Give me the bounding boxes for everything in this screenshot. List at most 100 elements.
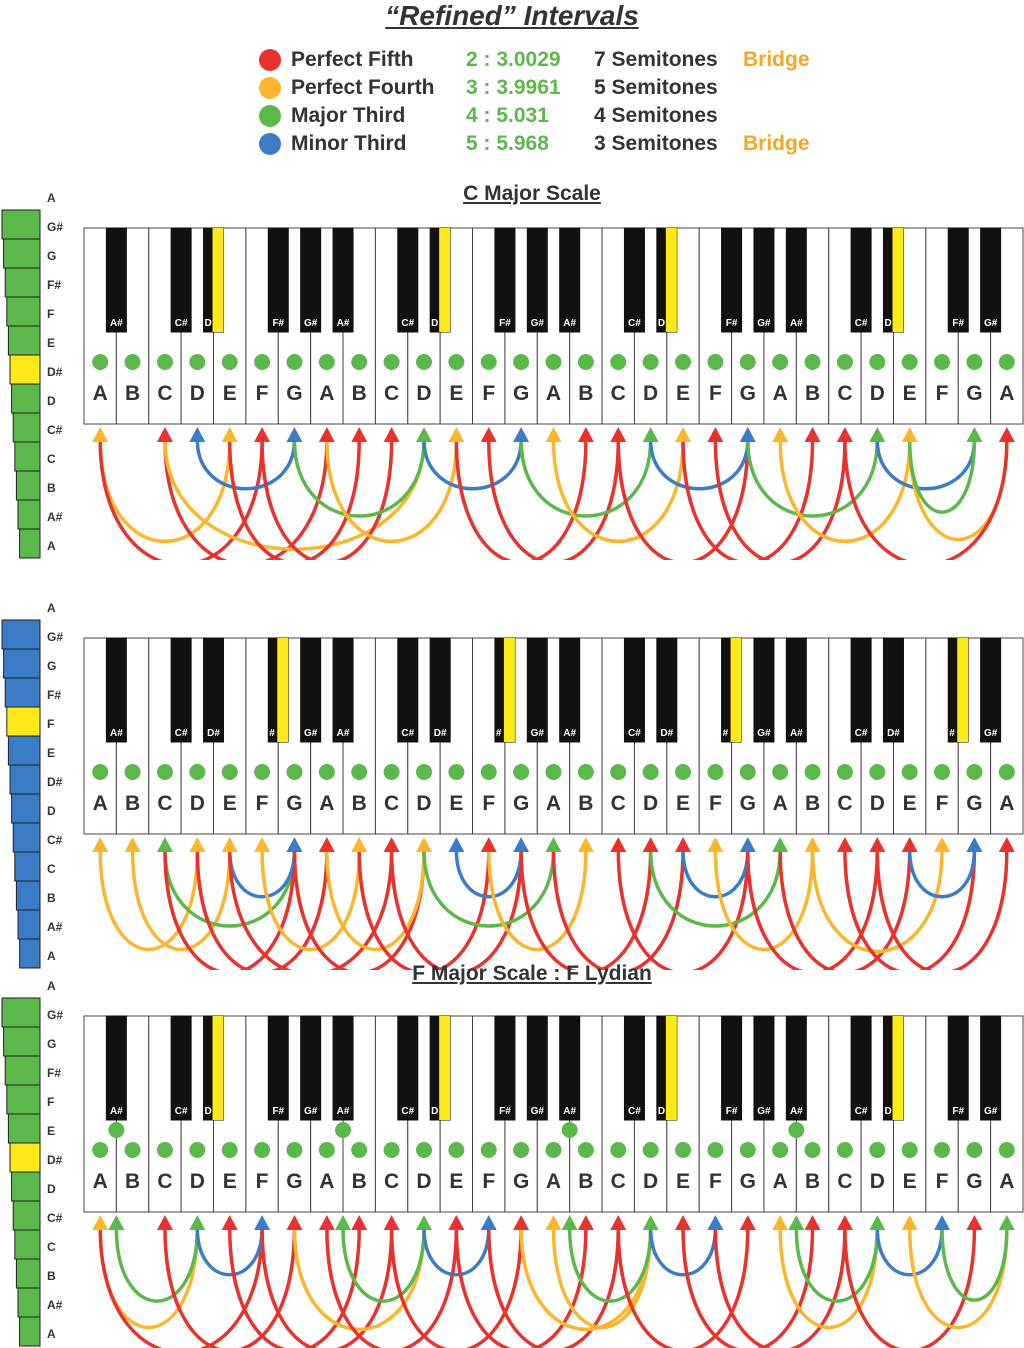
note-dot xyxy=(642,1142,659,1158)
black-key-label: C# xyxy=(401,728,414,739)
black-key-label: C# xyxy=(401,1106,414,1117)
black-key xyxy=(332,227,354,333)
white-key-label: D xyxy=(416,382,431,405)
black-key xyxy=(623,637,645,743)
sidebar-segment xyxy=(11,1171,41,1202)
arrowhead xyxy=(513,837,530,852)
black-key xyxy=(785,637,807,743)
legend-semitones: 5 Semitones xyxy=(594,76,718,99)
note-dot xyxy=(351,764,368,780)
note-dot xyxy=(901,354,918,370)
arrowhead xyxy=(254,1215,271,1230)
white-key-label: E xyxy=(903,792,917,815)
black-key-label: A# xyxy=(790,1106,803,1117)
legend-interval-name: Perfect Fourth xyxy=(291,76,435,99)
legend-bridge: Bridge xyxy=(743,132,810,155)
note-dot xyxy=(804,764,821,780)
arrowhead xyxy=(998,1215,1015,1230)
black-key-label: G# xyxy=(757,318,771,329)
white-key-label: A xyxy=(773,1170,788,1193)
black-key-label: A# xyxy=(563,728,576,739)
sidebar-segment xyxy=(4,1055,41,1086)
note-dot xyxy=(804,354,821,370)
white-key-label: F xyxy=(482,1170,495,1193)
arrowhead xyxy=(934,1215,951,1230)
arrowhead xyxy=(92,837,109,852)
white-key-label: E xyxy=(223,792,237,815)
black-key-label: C# xyxy=(628,728,641,739)
interval-arc-minor xyxy=(422,1227,491,1277)
highlighted-black-key xyxy=(439,228,451,332)
arrowhead xyxy=(448,1215,465,1230)
note-dot xyxy=(869,764,886,780)
interval-arc-fourth xyxy=(551,1227,653,1330)
arrowhead xyxy=(415,427,432,442)
interval-arc-minor xyxy=(195,1227,264,1277)
interval-arc-fifth xyxy=(389,849,523,970)
arrowhead xyxy=(189,837,206,852)
note-dot xyxy=(772,1142,789,1158)
black-key xyxy=(753,227,775,333)
black-key xyxy=(850,1015,872,1121)
highlighted-black-key xyxy=(665,1016,677,1120)
white-key-label: C xyxy=(611,1170,626,1193)
sidebar-label: A xyxy=(47,949,56,963)
highlighted-black-key xyxy=(277,638,289,742)
note-dot xyxy=(415,764,432,780)
sidebar-label: F xyxy=(47,1095,54,1109)
white-key-label: E xyxy=(449,382,463,405)
highlighted-black-key xyxy=(212,228,224,332)
sidebar-label: C# xyxy=(47,423,63,437)
sidebar-label: F xyxy=(47,307,54,321)
white-key-label: E xyxy=(676,1170,690,1193)
black-key xyxy=(980,227,1002,333)
note-dot xyxy=(545,1142,562,1158)
note-dot xyxy=(804,1142,821,1158)
arrowhead xyxy=(966,837,983,852)
white-key-label: F xyxy=(709,382,722,405)
note-dot xyxy=(513,1142,530,1158)
black-key xyxy=(267,227,289,333)
note-dot xyxy=(254,354,271,370)
note-dot xyxy=(675,764,692,780)
arrowhead xyxy=(286,837,303,852)
interval-arc-fifth xyxy=(357,849,491,970)
interval-arc-fifth xyxy=(163,1227,297,1348)
black-key-label: F# xyxy=(952,318,964,329)
white-key-label: B xyxy=(352,1170,367,1193)
black-key xyxy=(170,1015,192,1121)
arrowhead xyxy=(254,427,271,442)
note-dot xyxy=(836,354,853,370)
sidebar-segment xyxy=(7,325,41,356)
white-key-label: A xyxy=(546,1170,561,1193)
interval-arc-minor xyxy=(648,439,750,491)
black-key-label: D# xyxy=(660,728,673,739)
note-dot xyxy=(998,354,1015,370)
legend-color-dot xyxy=(259,133,281,155)
interval-arc-minor xyxy=(195,439,297,491)
highlighted-black-key xyxy=(730,638,742,742)
black-key-label: D# xyxy=(434,728,447,739)
white-key-label: G xyxy=(966,382,982,405)
black-key-label: A# xyxy=(337,1106,350,1117)
sidebar-segment xyxy=(14,851,41,882)
note-dot xyxy=(92,764,109,780)
white-key-label: E xyxy=(223,382,237,405)
note-dot xyxy=(577,354,594,370)
interval-arc-fifth xyxy=(616,1227,750,1348)
black-key xyxy=(300,1015,322,1121)
note-dot xyxy=(415,354,432,370)
black-key xyxy=(947,1015,969,1121)
arrowhead xyxy=(318,837,335,852)
interval-arc-fifth xyxy=(260,1227,394,1348)
note-dot xyxy=(675,354,692,370)
black-key-label: G# xyxy=(984,318,998,329)
black-key xyxy=(300,637,322,743)
white-key-label: D xyxy=(870,792,885,815)
black-key-label: G# xyxy=(757,728,771,739)
interval-arc-major xyxy=(907,439,977,514)
white-key-label: F xyxy=(709,792,722,815)
interval-arc-major xyxy=(114,1227,200,1303)
note-dot xyxy=(383,354,400,370)
interval-arc-fifth xyxy=(681,1227,815,1348)
